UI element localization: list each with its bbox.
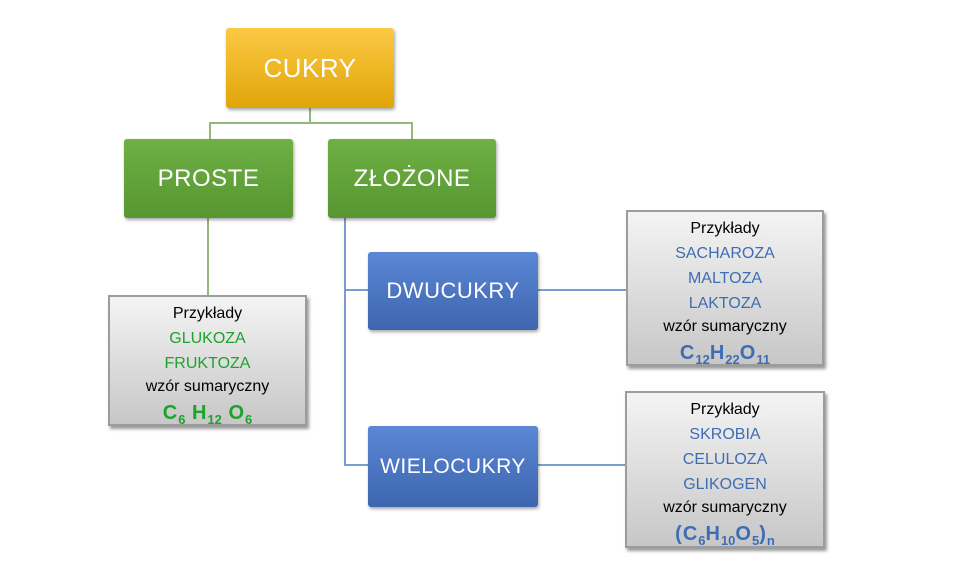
connector-proste-drop (209, 122, 211, 139)
formula-label: wzór sumaryczny (663, 318, 787, 335)
formula-label: wzór sumaryczny (663, 499, 787, 516)
example-skrobia: SKROBIA (689, 426, 761, 443)
node-proste: PROSTE (124, 139, 293, 218)
details-proste: Przykłady GLUKOZA FRUKTOZA wzór sumarycz… (108, 295, 307, 427)
details-dwucukry: Przykłady SACHAROZA MALTOZA LAKTOZA wzór… (626, 210, 824, 367)
connector-dwucukry-in (344, 289, 368, 291)
connector-wielocukry-details (538, 464, 625, 466)
example-fruktoza: FRUKTOZA (164, 355, 251, 372)
connector-proste-details (207, 218, 209, 295)
example-laktoza: LAKTOZA (688, 295, 762, 312)
connector-wielocukry-in (344, 464, 368, 466)
examples-header: Przykłady (172, 305, 243, 322)
examples-header: Przykłady (690, 401, 760, 418)
examples-header: Przykłady (690, 220, 760, 237)
example-glukoza: GLUKOZA (169, 330, 246, 347)
formula-sucrose: C12H22O11 (679, 342, 771, 367)
formula-glucose: C6 H12 O6 (162, 402, 253, 427)
details-wielocukry: Przykłady SKROBIA CELULOZA GLIKOGEN wzór… (625, 391, 825, 548)
connector-zlozone-drop (411, 122, 413, 139)
connector-dwucukry-details (538, 289, 626, 291)
connector-root-down (309, 108, 311, 123)
example-maltoza: MALTOZA (687, 270, 763, 287)
example-sacharoza: SACHAROZA (675, 245, 775, 262)
node-dwucukry: DWUCUKRY (368, 252, 538, 330)
node-zlozone: ZŁOŻONE (328, 139, 496, 218)
formula-polysaccharide: (C6H10O5)n (675, 523, 775, 548)
connector-zlozone-vertical (344, 218, 346, 466)
example-glikogen: GLIKOGEN (683, 476, 767, 493)
formula-label: wzór sumaryczny (145, 378, 270, 395)
example-celuloza: CELULOZA (682, 451, 768, 468)
node-wielocukry: WIELOCUKRY (368, 426, 538, 507)
node-cukry: CUKRY (226, 28, 394, 108)
connector-root-horizontal (209, 122, 413, 124)
